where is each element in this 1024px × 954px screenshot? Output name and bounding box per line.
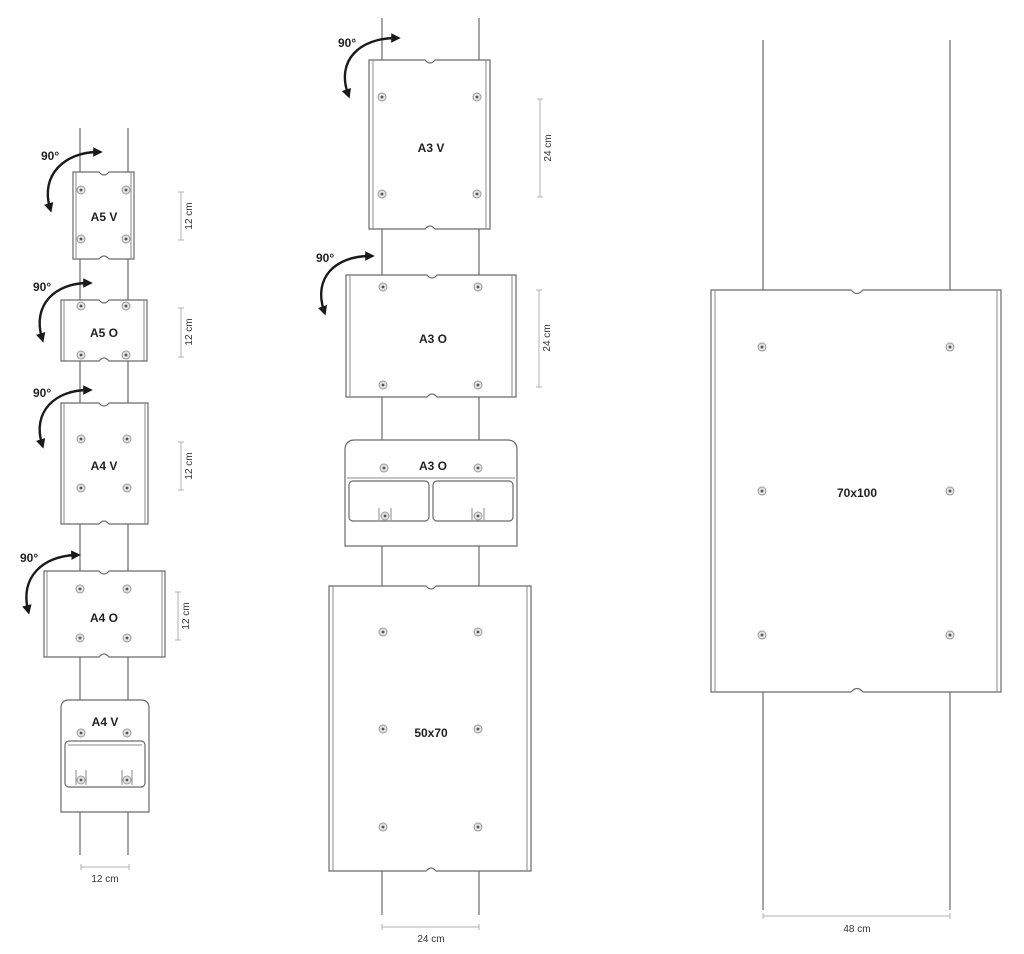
screw-icon: [76, 434, 86, 444]
screw-icon: [757, 342, 767, 352]
screw-icon: [122, 483, 132, 493]
column-small: A5 V 90° 12 cm A5 O 90° 12 cm: [20, 128, 195, 885]
rotation-label: 90°: [41, 149, 59, 163]
rotation-label: 90°: [316, 251, 334, 265]
column-large: 70x100 48 cm: [710, 40, 1002, 935]
panel-label: A4 V: [91, 459, 118, 473]
panel-a3-v: A3 V 90° 24 cm: [338, 33, 554, 230]
panel-70x100: 70x100: [710, 289, 1002, 693]
panel-label: A4 V: [92, 715, 119, 729]
screw-icon: [472, 92, 482, 102]
screw-icon: [378, 627, 388, 637]
panel-label: A4 O: [90, 611, 118, 625]
screw-icon: [472, 189, 482, 199]
screw-icon: [76, 301, 86, 311]
panel-a4-v-pocket: A4 V: [60, 699, 150, 813]
screw-icon: [121, 234, 131, 244]
rail-spacing-label: 48 cm: [843, 924, 870, 935]
dimension-label: 12 cm: [184, 202, 195, 229]
screw-icon: [76, 483, 86, 493]
screw-icon: [122, 584, 132, 594]
screw-icon: [122, 775, 132, 785]
panel-label: 70x100: [837, 486, 877, 500]
screw-icon: [378, 822, 388, 832]
screw-icon: [121, 301, 131, 311]
screw-icon: [378, 282, 388, 292]
screw-icon: [757, 630, 767, 640]
screw-icon: [473, 724, 483, 734]
screw-icon: [757, 486, 767, 496]
screw-icon: [76, 350, 86, 360]
rotate-arrow-icon: [317, 251, 375, 316]
screw-icon: [473, 380, 483, 390]
screw-icon: [945, 486, 955, 496]
screw-icon: [75, 584, 85, 594]
screw-icon: [76, 185, 86, 195]
screw-icon: [378, 380, 388, 390]
screw-icon: [75, 633, 85, 643]
screw-icon: [473, 282, 483, 292]
panel-label: 50x70: [414, 726, 448, 740]
column-medium: A3 V 90° 24 cm A3 O 90° 24 cm: [316, 18, 554, 945]
screw-icon: [76, 728, 86, 738]
screw-icon: [76, 234, 86, 244]
rotate-arrow-icon: [36, 278, 93, 343]
dimension-label: 24 cm: [542, 324, 553, 351]
screw-icon: [473, 463, 483, 473]
panel-a5-v: A5 V 90° 12 cm: [41, 147, 195, 260]
rotate-arrow-icon: [22, 550, 81, 615]
rotation-label: 90°: [338, 36, 356, 50]
screw-icon: [378, 724, 388, 734]
screw-icon: [122, 633, 132, 643]
rotation-label: 90°: [33, 280, 51, 294]
dimension-label: 24 cm: [543, 134, 554, 161]
rotation-label: 90°: [20, 551, 38, 565]
screw-icon: [379, 463, 389, 473]
screw-icon: [121, 350, 131, 360]
rotate-arrow-icon: [341, 33, 401, 99]
screw-icon: [377, 189, 387, 199]
screw-icon: [76, 775, 86, 785]
panel-a3-o-pocket: A3 O: [344, 439, 518, 547]
screw-icon: [380, 511, 390, 521]
dimension-label: 12 cm: [184, 452, 195, 479]
rotate-arrow-icon: [35, 385, 93, 449]
screw-icon: [377, 92, 387, 102]
rotate-arrow-icon: [44, 147, 103, 213]
panel-label: A3 O: [419, 332, 447, 346]
panel-label: A3 V: [418, 141, 445, 155]
screw-icon: [945, 630, 955, 640]
rotation-label: 90°: [33, 386, 51, 400]
screw-icon: [121, 185, 131, 195]
panel-a4-v: A4 V 90° 12 cm: [33, 385, 195, 525]
screw-icon: [945, 342, 955, 352]
panel-a4-o: A4 O 90° 12 cm: [20, 550, 192, 658]
panel-label: A3 O: [419, 459, 447, 473]
panel-a5-o: A5 O 90° 12 cm: [33, 278, 195, 362]
panel-a3-o: A3 O 90° 24 cm: [316, 251, 553, 398]
dimension-label: 12 cm: [181, 602, 192, 629]
screw-icon: [473, 511, 483, 521]
rail-spacing-label: 12 cm: [91, 874, 118, 885]
panel-label: A5 O: [90, 326, 118, 340]
rail-spacing-label: 24 cm: [417, 934, 444, 945]
screw-icon: [473, 822, 483, 832]
dimension-label: 12 cm: [184, 318, 195, 345]
panel-50x70: 50x70: [328, 585, 532, 872]
panel-label: A5 V: [91, 210, 118, 224]
screw-icon: [473, 627, 483, 637]
screw-icon: [122, 728, 132, 738]
screw-icon: [122, 434, 132, 444]
